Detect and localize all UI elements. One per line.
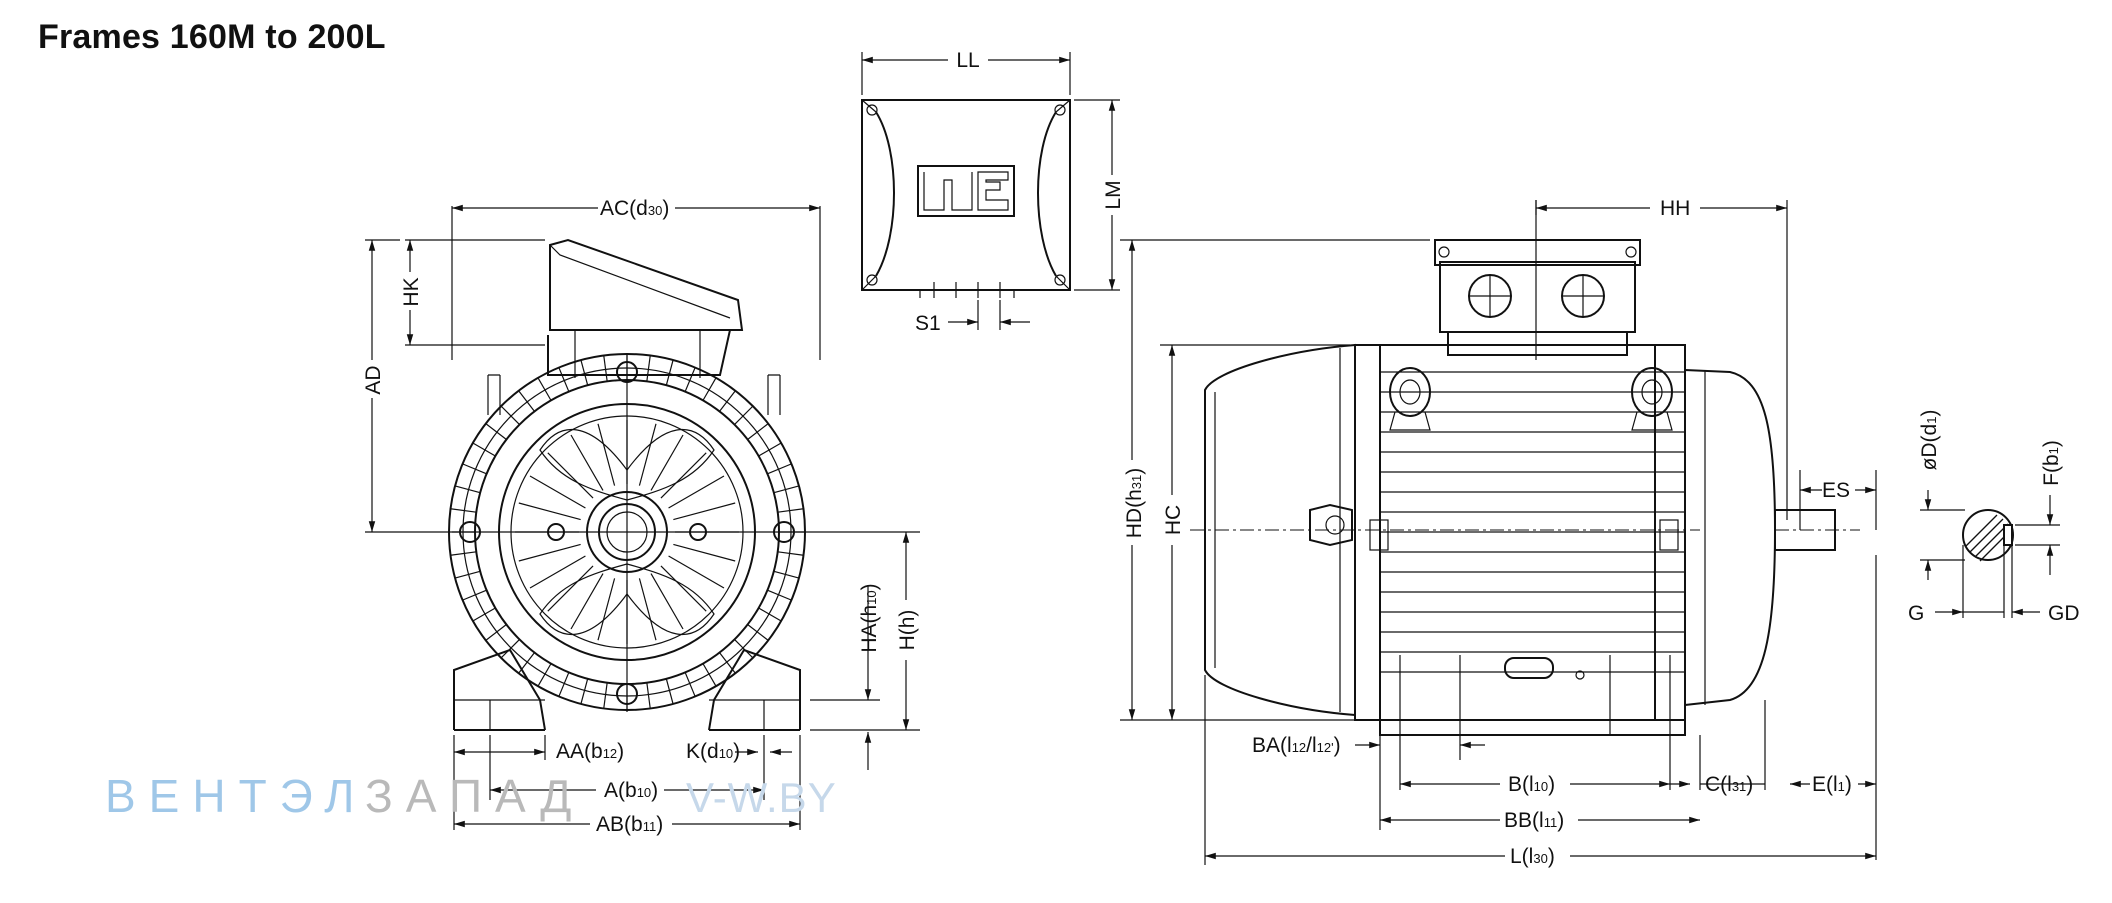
cooling-fin: [485, 423, 507, 440]
fan-guard-line: [547, 452, 594, 499]
cooling-fin: [500, 639, 520, 659]
cooling-fin: [454, 485, 481, 494]
cooling-fin: [684, 367, 696, 392]
cooling-fin: [747, 624, 769, 641]
cooling-fin: [558, 672, 570, 697]
fan-guard-line: [570, 434, 604, 491]
fan-guard-line: [518, 502, 581, 521]
fan-guard-line: [518, 543, 581, 562]
cooling-fin: [646, 355, 651, 382]
label-ab: AB(b11): [596, 813, 663, 836]
cooling-fin: [773, 485, 800, 494]
label-bb: BB(l11): [1504, 809, 1564, 832]
cooling-fin: [747, 423, 769, 440]
fan-guard-line: [638, 423, 657, 486]
cooling-fin: [518, 390, 535, 412]
watermark-part3: V-W.BY: [686, 774, 837, 821]
fan-guard-line: [597, 578, 616, 641]
label-es: ES: [1822, 479, 1850, 502]
label-k: K(d10): [686, 740, 740, 763]
cooling-fin: [758, 607, 782, 622]
label-ad: AD: [362, 365, 385, 394]
label-a: A(b10): [604, 779, 658, 802]
watermark-part2: ЗАПАД: [365, 770, 584, 822]
cooling-fin: [450, 551, 477, 556]
label-hh: HH: [1660, 197, 1690, 220]
cooling-fin: [767, 463, 792, 475]
cooling-fin: [454, 570, 481, 579]
label-ll: LL: [956, 49, 979, 72]
label-h: H(h): [896, 610, 919, 651]
cooling-fin: [777, 508, 804, 513]
cooling-fin: [472, 442, 496, 457]
fan-guard-line: [638, 578, 657, 641]
label-gd: GD: [2048, 602, 2080, 625]
label-aa: AA(b12): [556, 740, 624, 763]
cooling-fin: [684, 672, 696, 697]
cooling-fin: [462, 589, 487, 601]
cooling-fin: [702, 377, 717, 401]
fan-guard-line: [529, 555, 586, 589]
cooling-fin: [472, 607, 496, 622]
cooling-fin: [767, 589, 792, 601]
cooling-fin: [773, 570, 800, 579]
motor-side-view: HH HD(h31) HC ES øD(d1): [1120, 197, 2080, 868]
terminal-box-top-view: weg LL LM S1: [861, 49, 1125, 335]
label-c: C(l31): [1705, 773, 1753, 796]
cooling-fin: [665, 359, 674, 386]
fan-guard-line: [570, 573, 604, 630]
weg-logo: weg: [917, 165, 1015, 217]
cooling-fin: [719, 390, 736, 412]
cooling-fin: [734, 405, 754, 425]
fan-guard-line: [650, 573, 684, 630]
cooling-fin: [537, 377, 552, 401]
watermark-part1: ВЕНТЭЛ: [105, 770, 367, 822]
label-hk: HK: [400, 277, 423, 306]
label-hc: HC: [1162, 505, 1185, 535]
cooling-fin: [450, 508, 477, 513]
fan-guard-line: [597, 423, 616, 486]
fan-guard-line: [660, 565, 707, 612]
label-e: E(l1): [1812, 773, 1852, 796]
cooling-fin: [462, 463, 487, 475]
label-ba: BA(l12/l12'): [1252, 734, 1341, 757]
cooling-fin: [537, 663, 552, 687]
fan-guard-line: [673, 502, 736, 521]
fan-guard-line: [668, 475, 725, 509]
cooling-fin: [702, 663, 717, 687]
cooling-fin: [580, 678, 589, 705]
cooling-fin: [758, 442, 782, 457]
fan-guard-line: [660, 452, 707, 499]
cooling-fin: [665, 678, 674, 705]
label-f: F(b1): [2040, 440, 2063, 486]
cooling-fin: [777, 551, 804, 556]
label-s1: S1: [915, 312, 941, 335]
fan-guard-line: [547, 565, 594, 612]
cooling-fin: [485, 624, 507, 641]
fan-guard-line: [668, 555, 725, 589]
cooling-fin: [558, 367, 570, 392]
label-d: øD(d1): [1918, 410, 1941, 471]
cooling-fin: [580, 359, 589, 386]
fan-guard-line: [529, 475, 586, 509]
label-lm: LM: [1102, 180, 1125, 209]
fan-guard-line: [650, 434, 684, 491]
page-title: Frames 160M to 200L: [38, 18, 386, 56]
fan-guard-line: [673, 543, 736, 562]
label-ha: HA(h10): [858, 583, 881, 652]
label-g: G: [1908, 602, 1924, 625]
label-l: L(l30): [1510, 845, 1555, 868]
cooling-fin: [500, 405, 520, 425]
cooling-fin: [603, 355, 608, 382]
cooling-fin: [603, 682, 608, 709]
label-ac: AC(d30): [600, 197, 669, 220]
label-b: B(l10): [1508, 773, 1555, 796]
cooling-fin: [646, 682, 651, 709]
label-hd: HD(h31): [1123, 468, 1146, 538]
cooling-fin: [734, 639, 754, 659]
motor-front-view: AC(d30) HK AD H(h) HA(h10) AA(b12) K: [362, 197, 920, 836]
watermark: ВЕНТЭЛ ЗАПАД V-W.BY: [105, 770, 837, 822]
